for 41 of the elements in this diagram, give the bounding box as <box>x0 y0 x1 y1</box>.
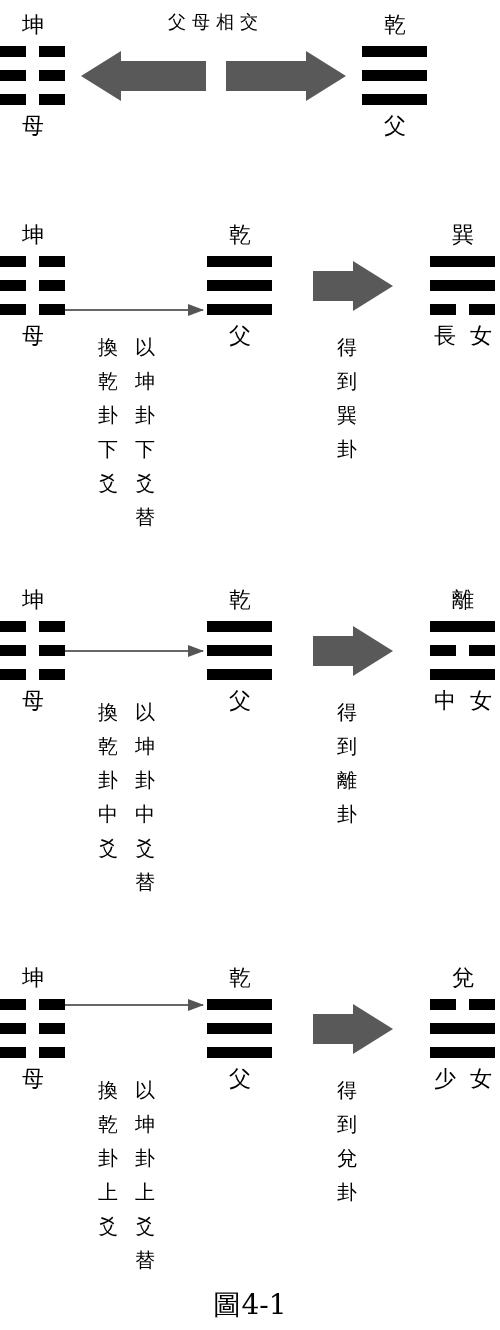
trigram-label: 父 <box>382 113 420 139</box>
vertical-note: 換乾卦上爻 <box>98 1077 118 1240</box>
trigram-name: 離 <box>451 587 474 613</box>
arrow <box>64 304 204 316</box>
arrow <box>64 999 204 1011</box>
trigram-label: 長女 <box>432 323 500 349</box>
trigram-label: 母 <box>20 1066 58 1092</box>
vertical-note: 換乾卦中爻 <box>98 699 118 862</box>
trigram-name: 坤 <box>21 222 44 248</box>
heading-label: 父母相交 <box>167 10 265 34</box>
trigram-label: 父 <box>227 688 265 714</box>
trigram-label: 中女 <box>432 688 500 714</box>
trigram-label: 父 <box>227 1066 265 1092</box>
edge-label: 以坤卦上爻替 <box>135 1077 155 1274</box>
trigram-name: 巽 <box>451 222 474 248</box>
arrow <box>64 645 204 657</box>
block-arrow <box>226 51 346 101</box>
edge-label: 得到巽卦 <box>337 334 357 463</box>
edge-label: 以坤卦下爻替 <box>135 334 155 531</box>
edge-label: 以坤卦中爻替 <box>135 699 155 896</box>
block-arrow <box>313 261 393 311</box>
trigram-name: 乾 <box>228 965 251 991</box>
trigram-label: 母 <box>20 113 58 139</box>
trigram-label: 母 <box>20 688 58 714</box>
trigram-name: 乾 <box>228 222 251 248</box>
edge-label: 得到離卦 <box>337 699 357 828</box>
trigram-label: 少女 <box>432 1066 500 1092</box>
figure-caption: 圖4-1 <box>212 1287 288 1323</box>
trigram-name: 坤 <box>21 12 44 38</box>
trigram-label: 父 <box>227 323 265 349</box>
trigram-name: 坤 <box>21 965 44 991</box>
block-arrow <box>313 626 393 676</box>
trigram-name: 乾 <box>228 587 251 613</box>
edge-label: 得到兌卦 <box>337 1077 357 1206</box>
block-arrow <box>313 1004 393 1054</box>
trigram-name: 兌 <box>451 965 474 991</box>
vertical-note: 換乾卦下爻 <box>98 334 118 497</box>
trigram-name: 乾 <box>383 12 406 38</box>
block-arrow <box>81 51 206 101</box>
trigram-name: 坤 <box>21 587 44 613</box>
trigram-label: 母 <box>20 323 58 349</box>
